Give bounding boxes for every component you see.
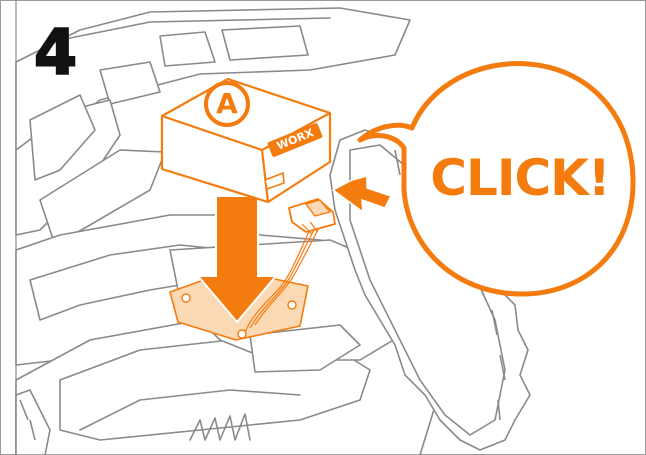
- click-callout-text: CLICK!: [430, 153, 609, 203]
- connector-plug: [289, 199, 335, 234]
- module-letter: A: [206, 83, 248, 125]
- click-callout: CLICK!: [409, 148, 631, 208]
- module-letter-text: A: [216, 90, 238, 118]
- step-number: 4: [34, 22, 77, 84]
